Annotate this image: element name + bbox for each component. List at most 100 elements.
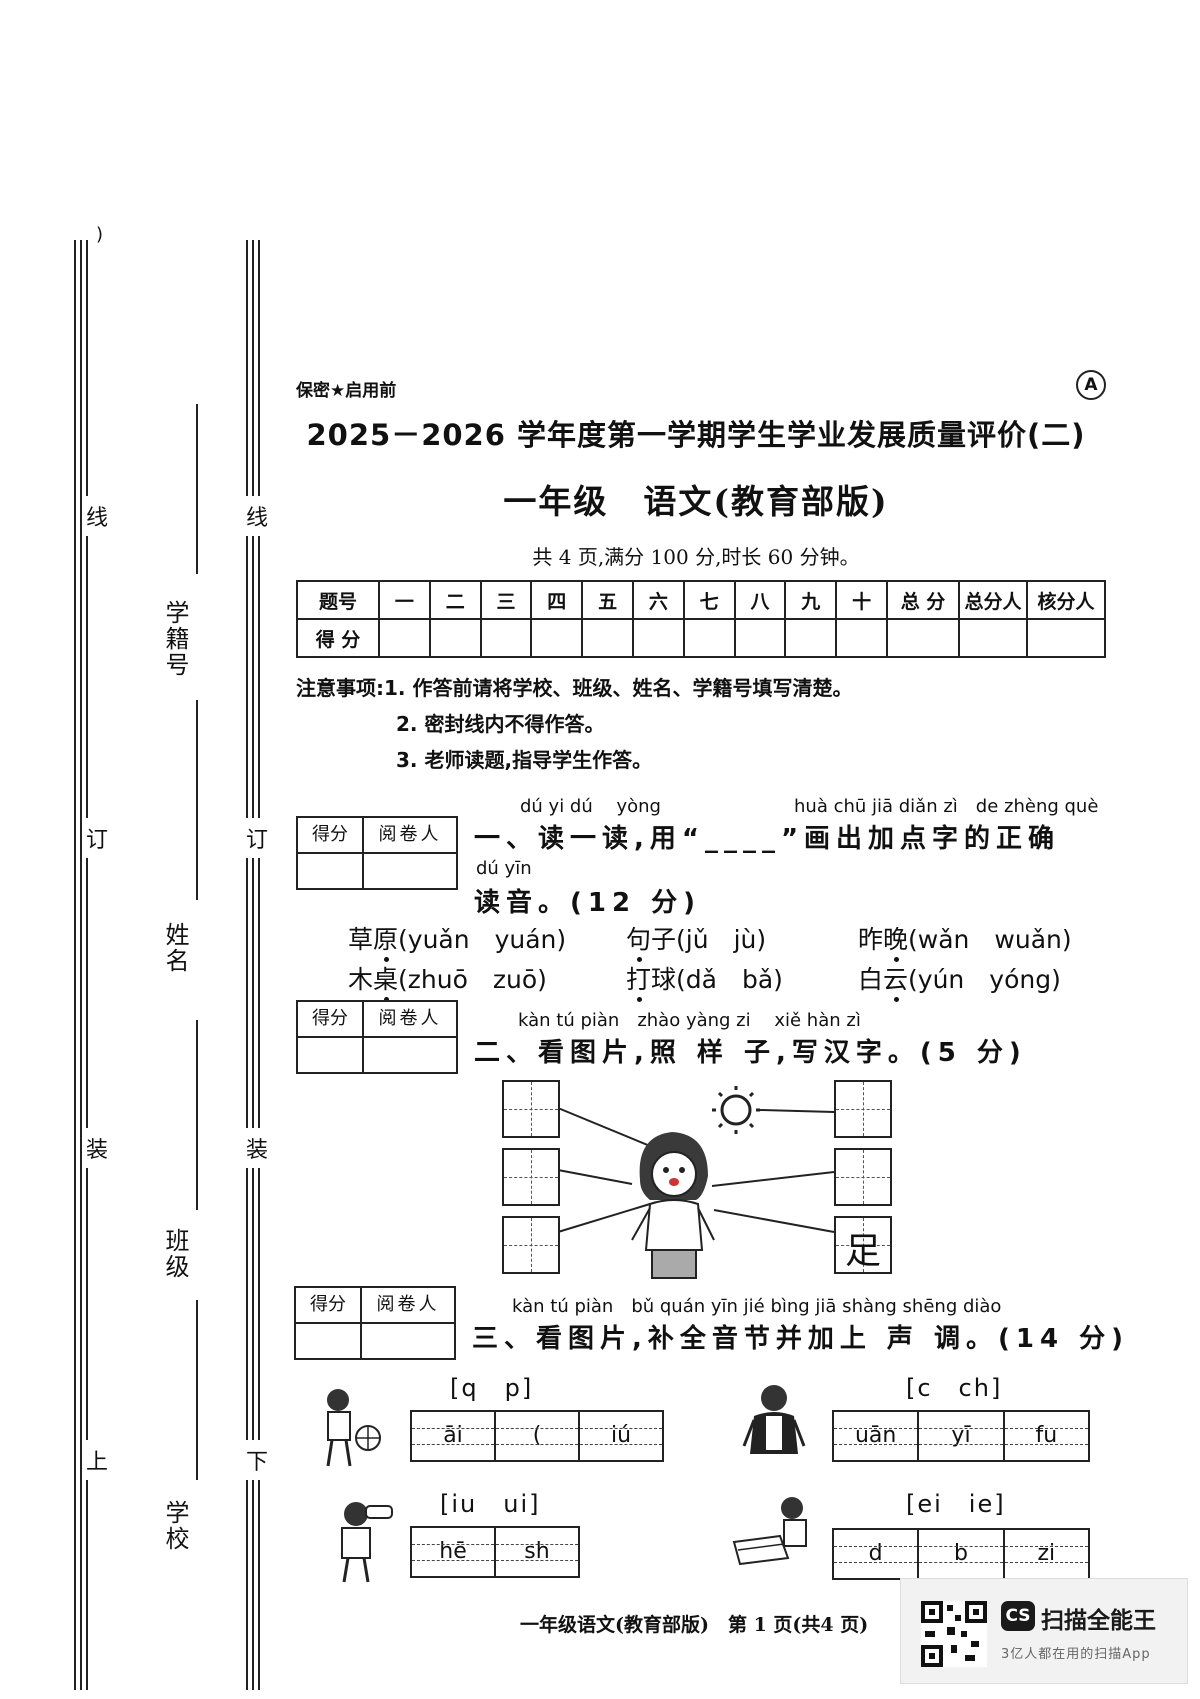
q3-options: [c ch] xyxy=(906,1374,1003,1402)
grader-box-q2: 得分阅卷人 xyxy=(296,1000,458,1074)
score-header-cell: 八 xyxy=(733,580,787,620)
exam-subtitle: 一年级 语文(教育部版) xyxy=(503,482,889,521)
pinyin-cell[interactable]: hē xyxy=(412,1528,494,1576)
margin-line xyxy=(246,240,248,1690)
score-cell[interactable] xyxy=(733,618,787,658)
q1-char: 球 xyxy=(651,965,677,994)
score-cell[interactable] xyxy=(835,618,888,658)
pinyin-cell[interactable]: iú xyxy=(578,1412,662,1460)
score-header-cell: 九 xyxy=(784,580,838,620)
score-cell[interactable] xyxy=(378,618,431,658)
exam-title: 2025－2026 学年度第一学期学生学业发展质量评价(二) xyxy=(306,418,1086,452)
pinyin-cell[interactable]: fu xyxy=(1002,1412,1089,1460)
margin-line xyxy=(80,240,82,1690)
grader-score-cell[interactable] xyxy=(298,854,364,888)
q3-heading: 三、看图片,补全音节并加上 声 调。(14 分) xyxy=(472,1324,1129,1354)
pinyin-cell[interactable]: d xyxy=(834,1530,918,1578)
watermark-brand: 扫描全能王 xyxy=(1041,1608,1156,1634)
child-figure xyxy=(631,1132,715,1279)
xueji-fill-line[interactable] xyxy=(196,404,198,574)
q1-item: 木桌(zhuō zuō) xyxy=(348,960,547,996)
grader-score-label: 得分 xyxy=(296,1288,362,1322)
score-cell[interactable] xyxy=(886,618,960,658)
pinyin-cell[interactable]: uān xyxy=(834,1412,918,1460)
q1-item: 昨晚(wǎn wuǎn) xyxy=(858,920,1072,956)
score-header-cell: 七 xyxy=(682,580,736,620)
grader-score-label: 得分 xyxy=(298,818,364,852)
pinyin-cell[interactable]: yī xyxy=(917,1412,1003,1460)
margin-paren: ) xyxy=(96,224,104,245)
seal-char-ding: 订 xyxy=(86,818,109,858)
q1-item: 句子(jǔ jù) xyxy=(626,920,766,956)
q1-dotted-char: 打 xyxy=(626,965,652,994)
q1-item: 打球(dǎ bǎ) xyxy=(626,960,783,996)
q1-char: 子 xyxy=(651,925,677,954)
score-header-cell: 总分人 xyxy=(958,580,1028,620)
score-cell[interactable] xyxy=(428,618,482,658)
class-fill-line[interactable] xyxy=(196,1020,198,1210)
score-header-cell: 总 分 xyxy=(886,580,960,620)
notes: 注意事项:1. 作答前请将学校、班级、姓名、学籍号填写清楚。 2. 密封线内不得… xyxy=(296,670,852,778)
score-cell[interactable] xyxy=(479,618,533,658)
q1-dotted-char: 桌 xyxy=(373,965,399,994)
school-fill-line[interactable] xyxy=(196,1300,198,1480)
seal-char-line: 线 xyxy=(246,496,269,536)
name-fill-line[interactable] xyxy=(196,700,198,900)
tianzige-box[interactable] xyxy=(502,1216,560,1274)
q1-char: 白 xyxy=(858,965,884,994)
q1-pinyin-options[interactable]: (zhuō zuō) xyxy=(398,965,547,994)
q1-heading-line2: 读音。(12 分) xyxy=(474,888,701,918)
q1-pinyin-options[interactable]: (dǎ bǎ) xyxy=(676,965,783,994)
seal-char-ding: 订 xyxy=(246,818,269,858)
notes-item: 2. 密封线内不得作答。 xyxy=(396,712,605,736)
grader-reviewer-cell[interactable] xyxy=(362,1324,454,1358)
pinyin-cell[interactable]: sh xyxy=(494,1528,578,1576)
score-header-cell: 十 xyxy=(835,580,888,620)
pinyin-cell[interactable]: b xyxy=(917,1530,1003,1578)
q1-item: 白云(yún yóng) xyxy=(858,960,1061,996)
grader-reviewer-label: 阅卷人 xyxy=(378,824,442,845)
sun-icon xyxy=(712,1086,760,1134)
score-cell[interactable] xyxy=(530,618,584,658)
class-label: 班级 xyxy=(161,1228,189,1280)
score-table: 题号 一 二 三 四 五 六 七 八 九 十 总 分 总分人 核分人 得 分 xyxy=(296,580,1106,658)
score-cell[interactable] xyxy=(958,618,1028,658)
q2-illustration xyxy=(557,1086,835,1279)
tianzige-box[interactable] xyxy=(502,1148,560,1206)
q1-dotted-char: 原 xyxy=(373,925,399,954)
score-header-cell: 二 xyxy=(428,580,482,620)
seal-char-xia: 下 xyxy=(246,1440,269,1480)
school-label: 学校 xyxy=(161,1500,189,1552)
q1-pinyin-options[interactable]: (yún yóng) xyxy=(908,965,1061,994)
grader-reviewer-cell[interactable] xyxy=(364,1038,456,1072)
grader-score-cell[interactable] xyxy=(296,1324,362,1358)
tianzige-box[interactable] xyxy=(834,1080,892,1138)
qr-code-icon xyxy=(921,1601,987,1667)
score-header-cell: 题号 xyxy=(296,580,380,620)
q1-pinyin-options[interactable]: (yuǎn yuán) xyxy=(398,925,567,954)
score-cell[interactable] xyxy=(682,618,736,658)
pinyin-cell[interactable]: zi xyxy=(1002,1530,1089,1578)
tianzige-box[interactable] xyxy=(834,1148,892,1206)
pinyin-cell[interactable]: ( xyxy=(494,1412,578,1460)
grader-reviewer-cell[interactable] xyxy=(364,854,456,888)
q1-heading: 一、读一读,用“____”画出加点字的正确 xyxy=(474,824,1061,854)
camscanner-logo-icon: CS xyxy=(1001,1601,1035,1631)
tianzige-box[interactable] xyxy=(502,1080,560,1138)
q1-pinyin-c: dú yīn xyxy=(476,858,532,879)
score-cell[interactable] xyxy=(784,618,838,658)
xueji-label: 学籍号 xyxy=(161,600,189,678)
q3-pinyin: kàn tú piàn bǔ quán yīn jié bìng jiā shà… xyxy=(512,1296,1002,1317)
watermark-slogan: 3亿人都在用的扫描App xyxy=(1001,1647,1151,1662)
seal-char-zhuang: 装 xyxy=(246,1128,269,1168)
pinyin-cell[interactable]: āi xyxy=(412,1412,494,1460)
q1-pinyin-options[interactable]: (wǎn wuǎn) xyxy=(908,925,1072,954)
score-header-cell: 核分人 xyxy=(1026,580,1106,620)
score-cell[interactable] xyxy=(1026,618,1106,658)
q1-char: 草 xyxy=(348,925,374,954)
score-cell[interactable] xyxy=(631,618,685,658)
grader-score-cell[interactable] xyxy=(298,1038,364,1072)
exam-info: 共 4 页,满分 100 分,时长 60 分钟。 xyxy=(532,545,860,569)
q1-pinyin-options[interactable]: (jǔ jù) xyxy=(676,925,767,954)
score-cell[interactable] xyxy=(581,618,634,658)
